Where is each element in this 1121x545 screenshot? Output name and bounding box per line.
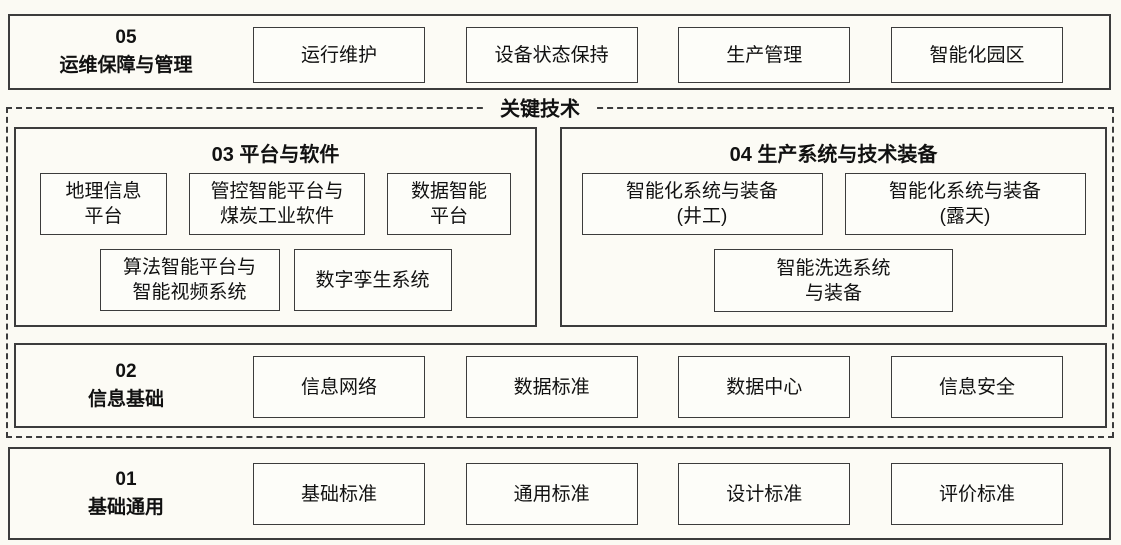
band-01-item-1: 通用标准 [465,463,638,525]
band-02-item-0: 信息网络 [253,356,425,418]
band-05-item-2: 生产管理 [678,27,851,83]
section-03-title: 03 平台与软件 [211,144,340,166]
section-03-box-1: 管控智能平台与 煤炭工业软件 [189,173,365,235]
section-04-box-1: 智能化系统与装备 (露天) [844,173,1086,235]
section-03-box-4: 数字孪生系统 [293,249,452,311]
band-02-item-1: 数据标准 [465,356,638,418]
band-01-title: 基础通用 [87,496,164,518]
band-02-item-2: 数据中心 [678,356,851,418]
band-02-information-foundation: 02 信息基础 信息网络 数据标准 数据中心 信息安全 [14,343,1107,428]
section-04-box-2: 智能洗选系统 与装备 [714,249,953,312]
section-04-box-0: 智能化系统与装备 (井工) [581,173,823,235]
band-01-item-2: 设计标准 [678,463,851,525]
band-01-basic-general: 01 基础通用 基础标准 通用标准 设计标准 评价标准 [8,447,1111,540]
band-02-label: 02 信息基础 [16,345,236,426]
band-02-item-3: 信息安全 [890,356,1063,418]
band-01-label: 01 基础通用 [10,449,242,538]
band-02-items: 信息网络 数据标准 数据中心 信息安全 [253,356,1063,418]
section-04-title: 04 生产系统与技术装备 [729,144,938,166]
band-01-item-0: 基础标准 [253,463,425,525]
band-05-items: 运行维护 设备状态保持 生产管理 智能化园区 [253,27,1063,83]
band-05-operations: 05 运维保障与管理 运行维护 设备状态保持 生产管理 智能化园区 [8,14,1111,90]
section-03-box-0: 地理信息 平台 [40,173,167,235]
band-02-number: 02 [115,360,137,382]
band-05-item-1: 设备状态保持 [465,27,638,83]
band-01-item-3: 评价标准 [890,463,1063,525]
section-03-box-2: 数据智能 平台 [387,173,511,235]
section-03-row-1: 地理信息 平台 管控智能平台与 煤炭工业软件 数据智能 平台 [16,173,535,235]
band-05-item-0: 运行维护 [253,27,425,83]
band-01-items: 基础标准 通用标准 设计标准 评价标准 [253,463,1063,525]
band-05-title: 运维保障与管理 [59,55,193,76]
section-04-production-systems: 04 生产系统与技术装备 智能化系统与装备 (井工) 智能化系统与装备 (露天)… [560,127,1107,327]
band-05-label: 05 运维保障与管理 [10,16,242,88]
section-03-platform-software: 03 平台与软件 地理信息 平台 管控智能平台与 煤炭工业软件 数据智能 平台 … [14,127,537,327]
section-03-row-2: 算法智能平台与 智能视频系统 数字孪生系统 [16,249,535,311]
band-01-number: 01 [115,468,137,490]
band-02-title: 信息基础 [87,388,164,410]
section-03-box-3: 算法智能平台与 智能视频系统 [99,249,280,311]
section-04-row-1: 智能化系统与装备 (井工) 智能化系统与装备 (露天) [562,173,1105,235]
key-technologies-label: 关键技术 [486,92,594,122]
band-05-number: 05 [115,27,137,49]
band-05-item-3: 智能化园区 [890,27,1063,83]
section-04-row-2: 智能洗选系统 与装备 [562,249,1105,312]
